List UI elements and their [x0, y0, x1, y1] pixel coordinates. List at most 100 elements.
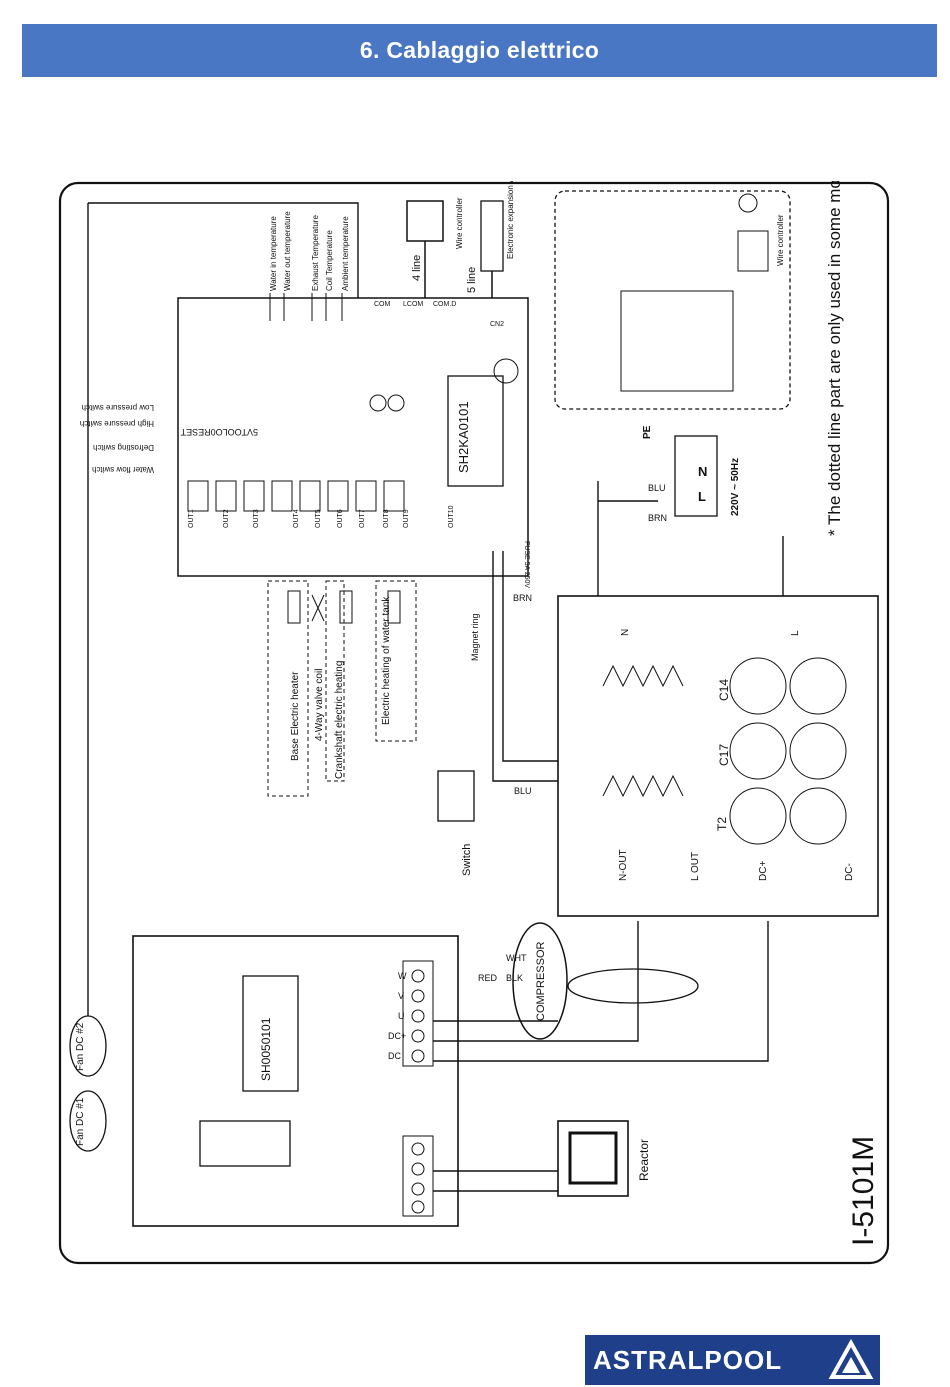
svg-text:Electric heating of water tank: Electric heating of water tank: [381, 596, 392, 725]
filter-cap-labels: C14 C17 T2: [715, 679, 731, 831]
reactor-label: Reactor: [637, 1139, 651, 1181]
svg-text:Low pressure switch: Low pressure switch: [82, 403, 154, 412]
svg-text:DC+: DC+: [758, 861, 769, 881]
power-terminal-block: [674, 435, 718, 517]
svg-text:BRN: BRN: [648, 513, 667, 523]
driver-chip: [242, 975, 299, 1092]
svg-text:Wire controller: Wire controller: [776, 214, 785, 266]
page-header: 6. Cablaggio elettrico: [22, 24, 937, 77]
svg-text:BRN: BRN: [513, 593, 532, 603]
wiring-diagram: SH2KA0101 5VTOOLO0RESET Water in tempera…: [58, 181, 890, 1265]
svg-text:OUT2: OUT2: [223, 509, 230, 528]
svg-text:DC-: DC-: [844, 863, 855, 881]
dotted-note: * The dotted line part are only used in …: [825, 181, 844, 536]
outputs-row: OUT1 OUT2 OUT3 OUT4 OUT5 OUT6 OUT7 OUT8 …: [188, 505, 455, 528]
terminal-l: L: [698, 489, 706, 504]
svg-text:DC+: DC+: [388, 1031, 406, 1041]
logo-text: ASTRALPOOL: [593, 1344, 783, 1375]
svg-text:Coil Temperature: Coil Temperature: [325, 230, 334, 291]
svg-text:LCOM: LCOM: [403, 301, 423, 308]
svg-text:OUT4: OUT4: [293, 509, 300, 528]
compressor-label: COMPRESSOR: [535, 941, 547, 1021]
optional-modules-box: [554, 190, 791, 410]
svg-text:OUT1: OUT1: [188, 509, 195, 528]
svg-text:BLU: BLU: [514, 786, 532, 796]
svg-text:C14: C14: [717, 679, 731, 701]
svg-text:Exhaust Temperature: Exhaust Temperature: [311, 215, 320, 291]
driver-board: [132, 935, 459, 1227]
filter-caps: [602, 657, 847, 845]
svg-text:Base Electric heater: Base Electric heater: [290, 671, 301, 761]
driver-terminals: [402, 960, 434, 1217]
svg-text:Crankshaft electric heating: Crankshaft electric heating: [334, 661, 345, 779]
svg-text:Ambient temperature: Ambient temperature: [341, 216, 350, 291]
filter-board: [557, 595, 879, 917]
wire-color-labels: BLU BRN BRN BLU RED WHT BLK: [478, 483, 667, 983]
main-board: [177, 297, 529, 577]
compressor: [512, 922, 568, 1040]
svg-text:U: U: [398, 1011, 405, 1021]
supply-label: 220V ~ 50Hz: [730, 458, 741, 516]
eev-label: Electronic expansion valve: [506, 181, 515, 259]
svg-text:OUT6: OUT6: [337, 509, 344, 528]
fuse-label: FUSE 5A 250V: [523, 541, 530, 588]
svg-text:OUT7: OUT7: [359, 509, 366, 528]
svg-text:OUT9: OUT9: [403, 509, 410, 528]
main-chip: [447, 375, 504, 487]
pe-label: PE: [642, 425, 653, 439]
svg-text:RED: RED: [478, 973, 498, 983]
svg-text:WHT: WHT: [506, 953, 527, 963]
triangle-logo-icon: [828, 1339, 874, 1379]
svg-text:Water flow switch: Water flow switch: [92, 465, 154, 474]
svg-text:Water in temperature: Water in temperature: [269, 216, 278, 291]
wire-controller-label: Wire controller: [455, 197, 464, 249]
svg-text:4-Way valve coil: 4-Way valve coil: [314, 669, 325, 741]
svg-text:* The dotted line part are onl: * The dotted line part are only used in …: [825, 181, 844, 536]
fan-dc-2-label: Fan DC #2: [75, 1022, 86, 1071]
heater-symbols: [287, 590, 401, 624]
fan-dc-1: [69, 1090, 107, 1152]
svg-text:Water out temperature: Water out temperature: [283, 211, 292, 291]
svg-text:L: L: [790, 630, 801, 636]
astralpool-logo: ASTRALPOOL: [585, 1335, 880, 1385]
sensor-labels: Water in temperature Water out temperatu…: [269, 211, 350, 291]
driver-part: SH0050101: [259, 1017, 273, 1081]
svg-text:COM.D: COM.D: [433, 301, 456, 308]
svg-text:High pressure switch: High pressure switch: [80, 419, 154, 428]
model-number: I-5101M: [847, 1136, 880, 1246]
diagram-frame: [58, 181, 890, 1265]
svg-text:CN2: CN2: [490, 321, 504, 328]
wires: [87, 202, 784, 1192]
svg-text:DC: DC: [388, 1051, 401, 1061]
wire-controller-small: [737, 230, 769, 272]
main-board-part: SH2KA0101: [456, 401, 471, 473]
driver-terminal-labels: W V U DC+ DC: [388, 971, 407, 1061]
svg-text:W: W: [398, 971, 407, 981]
switch-labels: Low pressure switch High pressure switch…: [80, 403, 154, 474]
svg-text:OUT5: OUT5: [315, 509, 322, 528]
svg-text:N: N: [620, 629, 631, 636]
svg-text:BLK: BLK: [506, 973, 523, 983]
switch-block: [437, 770, 475, 822]
eev-box: [480, 200, 504, 272]
svg-text:Defrosting switch: Defrosting switch: [93, 443, 154, 452]
svg-text:COM: COM: [374, 301, 391, 308]
line5-top: 5 line: [466, 267, 478, 293]
main-board-firmware: 5VTOOLO0RESET: [180, 427, 258, 437]
modbus-board: [620, 290, 734, 392]
svg-text:T2: T2: [715, 817, 729, 831]
reactor: [557, 1120, 629, 1197]
page-title: 6. Cablaggio elettrico: [359, 37, 600, 63]
svg-text:N-OUT: N-OUT: [618, 849, 629, 881]
magnet-ring-label: Magnet ring: [470, 613, 480, 661]
svg-text:BLU: BLU: [648, 483, 666, 493]
loads: Base Electric heater 4-Way valve coil Cr…: [290, 596, 392, 779]
svg-text:OUT8: OUT8: [383, 509, 390, 528]
switch-label: Switch: [461, 844, 473, 876]
terminal-n: N: [698, 464, 707, 479]
fan-dc-1-label: Fan DC #1: [75, 1097, 86, 1146]
wire-controller-box: [406, 200, 444, 242]
line4-top: 4 line: [411, 255, 423, 281]
svg-text:C17: C17: [717, 744, 731, 766]
connector-labels: COM LCOM COM.D CN2: [374, 301, 504, 328]
